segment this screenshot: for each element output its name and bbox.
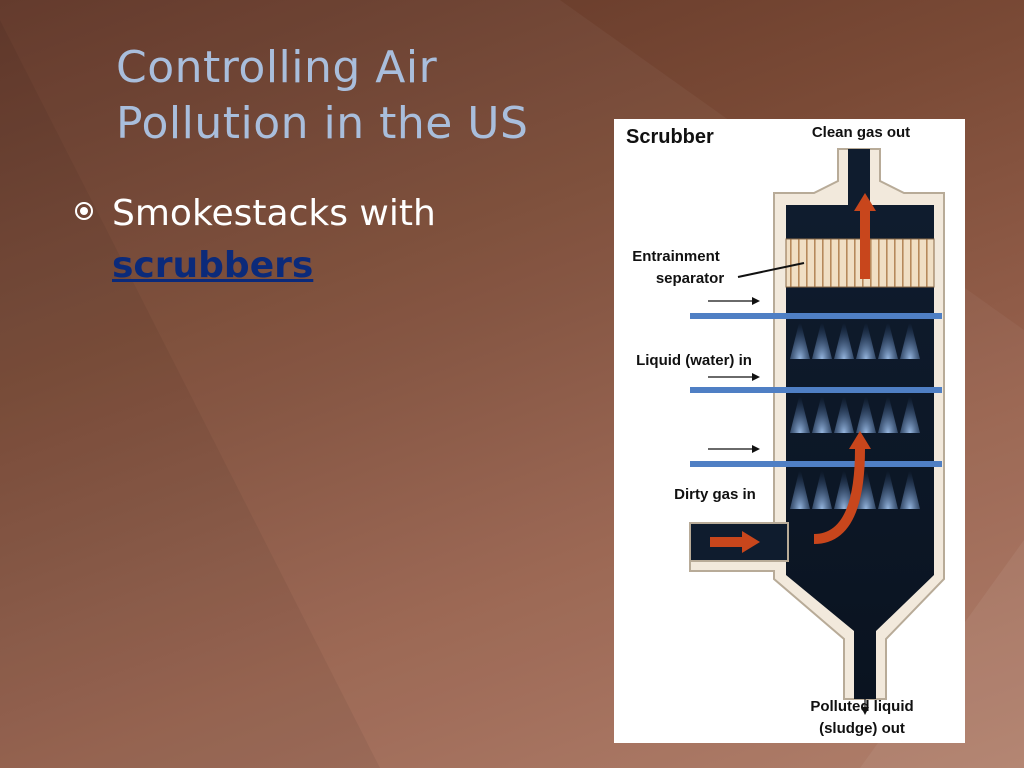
gas-flow-up-arrow: [854, 193, 876, 279]
scrubber-diagram-svg: Scrubber Clean gas out Entrainment separ…: [626, 124, 945, 737]
label-dirty-gas-in: Dirty gas in: [674, 486, 756, 503]
water-in-arrow-2: [708, 373, 760, 381]
scrubber-diagram: Scrubber Clean gas out Entrainment separ…: [614, 119, 965, 743]
label-clean-gas-out: Clean gas out: [812, 124, 910, 141]
circle-dot-bullet-icon: [75, 202, 93, 220]
label-polluted-liquid: Polluted liquid: [810, 698, 913, 715]
water-pipe-1: [690, 313, 942, 319]
slide-title-line-2: Pollution in the US: [116, 98, 529, 149]
label-entrainment: Entrainment: [632, 248, 720, 265]
water-pipe-2: [690, 387, 942, 393]
label-liquid-in: Liquid (water) in: [636, 352, 752, 369]
scrubbers-link[interactable]: scrubbers: [112, 245, 314, 286]
gas-flow-curved-arrowhead: [849, 431, 871, 449]
bullet-text-line: Smokestacks with: [112, 193, 436, 234]
clean-gas-outlet: [848, 149, 870, 207]
slide-title: Controlling Air Pollution in the US: [116, 40, 586, 152]
bullet-text: Smokestacks with scrubbers: [112, 188, 436, 292]
separator-pointer-line: [737, 262, 805, 278]
water-spray-row-2: [790, 393, 920, 433]
diagram-title: Scrubber: [626, 126, 714, 148]
water-in-arrow-1: [708, 297, 760, 305]
water-spray-row-1: [790, 319, 920, 359]
water-pipe-3: [690, 461, 942, 467]
label-separator: separator: [656, 270, 725, 287]
water-in-arrow-3: [708, 445, 760, 453]
sludge-out-arrow: [861, 699, 869, 715]
gas-flow-inlet-arrow: [710, 531, 760, 553]
label-sludge-out: (sludge) out: [819, 720, 905, 737]
water-spray-row-3: [790, 467, 920, 509]
gas-flow-curved-arrow: [813, 448, 865, 544]
slide-title-line-1: Controlling Air: [116, 42, 438, 93]
